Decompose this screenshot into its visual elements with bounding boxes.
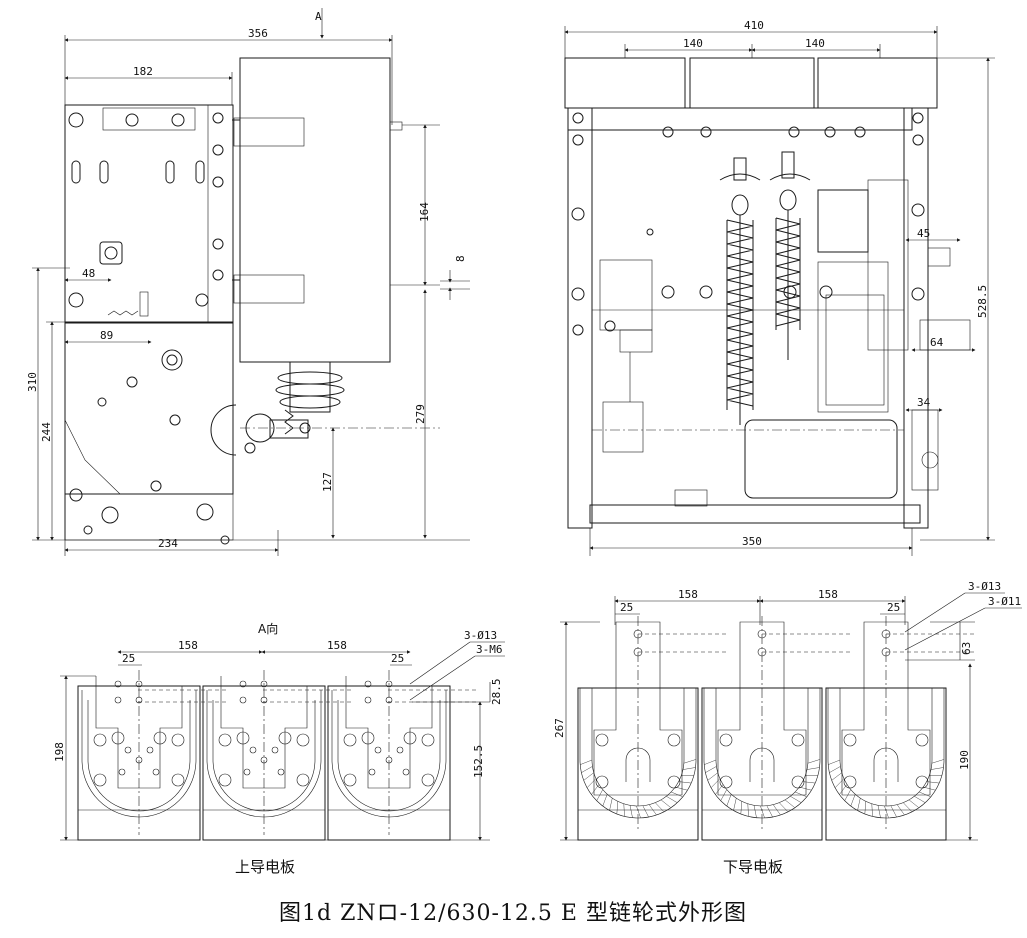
dim-side-shaft: 8 [454, 255, 467, 262]
dim-front-side-c: 34 [917, 396, 931, 409]
upper-thread-label: 3-M6 [476, 643, 503, 656]
upper-plate-unit [77, 670, 228, 841]
view-a-marker: A [315, 10, 322, 23]
side-view: A 356 182 48 [26, 8, 470, 556]
dim-side-axis-height: 279 [414, 404, 427, 424]
dim-lower-pitch-right: 158 [818, 588, 838, 601]
dim-upper-axis-height: 152.5 [472, 745, 485, 778]
lower-plate-unit [825, 616, 976, 841]
dim-front-side-b: 64 [930, 336, 944, 349]
dim-side-overall-height: 310 [26, 372, 39, 392]
dim-upper-hole-spacing: 28.5 [490, 679, 503, 706]
upper-holes-label: 3-Ø13 [464, 629, 497, 642]
dim-side-offset: 48 [82, 267, 95, 280]
lower-plate-unit [701, 616, 852, 841]
lower-plate-view: 158 158 25 25 3-Ø13 3-Ø11 63 267 190 下导电… [553, 580, 1022, 876]
upper-plate-unit [202, 670, 353, 841]
dim-upper-pitch-left: 158 [178, 639, 198, 652]
dim-upper-height: 198 [53, 742, 66, 762]
dim-upper-pitch-right: 158 [327, 639, 347, 652]
upper-plate-caption: 上导电板 [235, 858, 295, 876]
dim-lower-top-offset: 63 [960, 642, 973, 655]
dim-lower-edge-left: 25 [620, 601, 633, 614]
lower-holes-a-label: 3-Ø13 [968, 580, 1001, 593]
dim-side-upper-height: 164 [418, 202, 431, 222]
dim-front-pitch-left: 140 [683, 37, 703, 50]
dim-lower-height: 267 [553, 718, 566, 738]
lower-plate-caption: 下导电板 [723, 858, 783, 876]
dim-upper-edge-left: 25 [122, 652, 135, 665]
upper-plate-unit [327, 670, 478, 841]
dim-lower-axis-height: 190 [958, 750, 971, 770]
dim-side-panel-width: 182 [133, 65, 153, 78]
upper-plate-view: A向 158 158 25 25 3-Ø13 3-M6 28.5 198 152… [53, 621, 505, 876]
dim-front-base-width: 350 [742, 535, 762, 548]
dim-side-bottom-height: 127 [321, 472, 334, 492]
dim-lower-pitch-left: 158 [678, 588, 698, 601]
dim-side-overall-width: 356 [248, 27, 268, 40]
dim-front-overall-width: 410 [744, 19, 764, 32]
dim-side-base-offset: 89 [100, 329, 113, 342]
dim-front-pitch-right: 140 [805, 37, 825, 50]
lower-holes-b-label: 3-Ø11 [988, 595, 1021, 608]
dim-side-base-width: 234 [158, 537, 178, 550]
dim-upper-edge-right: 25 [391, 652, 404, 665]
dim-side-lower-height: 244 [40, 422, 53, 442]
upper-plate-view-label: A向 [258, 621, 278, 636]
dim-front-overall-height: 528.5 [976, 285, 989, 318]
dim-lower-edge-right: 25 [887, 601, 900, 614]
lower-plate-unit [577, 616, 728, 841]
front-view: 410 140 140 [564, 19, 995, 556]
dim-front-side-a: 45 [917, 227, 930, 240]
drawing-title: 图1d ZNロ-12/630-12.5 E 型链轮式外形图 [279, 901, 747, 926]
